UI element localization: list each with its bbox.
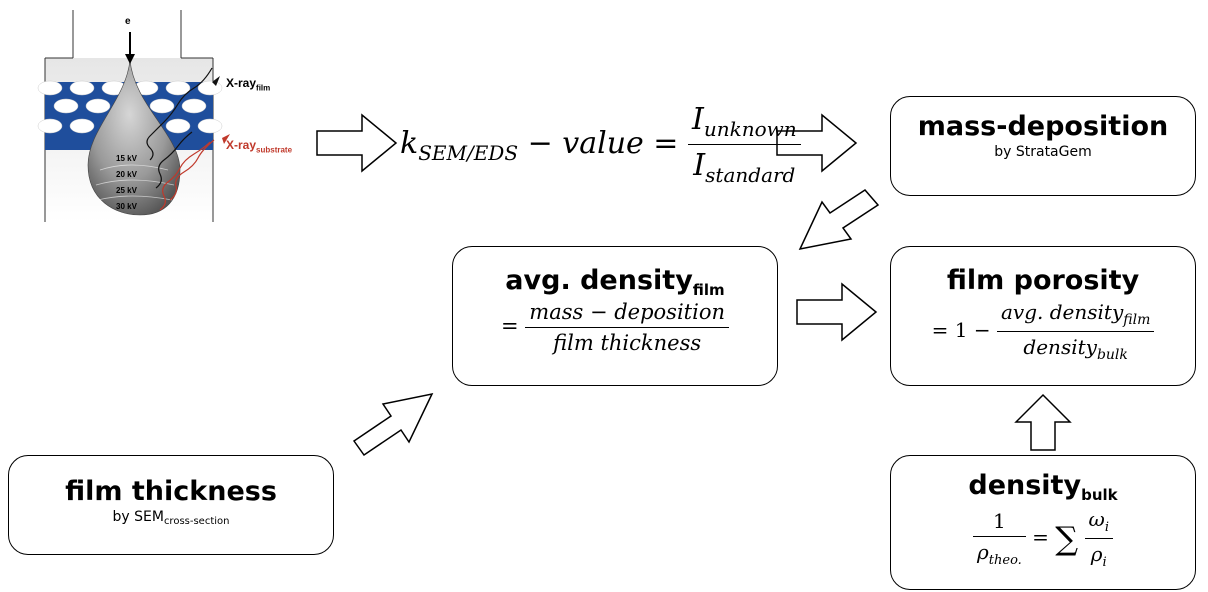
xray-substrate-paths [159, 139, 215, 211]
xray-substrate-label: X-raysubstrate [226, 138, 293, 155]
avg-density-numerator: mass − deposition [525, 300, 729, 329]
film-porosity-denominator: densitybulk [1023, 335, 1128, 364]
voltage-30kv: 30 kV [116, 202, 137, 211]
mass-deposition-title: mass-deposition [917, 111, 1169, 142]
avg-density-denominator: film thickness [553, 331, 702, 356]
electron-label: e [125, 16, 131, 27]
film-porosity-equation: = 1 − avg. densityfilm densitybulk [891, 300, 1195, 363]
film-thickness-box: film thickness by SEMcross-section [8, 455, 334, 555]
avg-density-box: avg. densityfilm = mass − deposition fil… [452, 246, 778, 386]
arrow-bulk-to-porosity [1014, 393, 1072, 451]
k-value-fraction: Iunknown Istandard [688, 102, 801, 187]
sem-illustration: e X-rayfilm X-raysubstrate 15 kV 20 kV 2… [30, 10, 330, 222]
xray-film-paths [146, 67, 213, 189]
film-porosity-numerator: avg. densityfilm [996, 300, 1155, 333]
bulk-lhs-numerator: 1 [973, 509, 1026, 538]
density-bulk-equation: 1 ρtheo. = ∑ ωi ρi [891, 507, 1195, 570]
voltage-15kv: 15 kV [116, 154, 137, 163]
arrow-illustration-to-kvalue [316, 113, 398, 173]
avg-density-equation: = mass − deposition film thickness [453, 300, 777, 355]
k-value-lhs: kSEM/EDS − value = [400, 125, 679, 165]
film-thickness-title: film thickness [65, 476, 277, 507]
column-gap [73, 10, 181, 58]
density-bulk-title: densitybulk [968, 470, 1118, 504]
bulk-rhs-numerator: ωi [1084, 507, 1113, 540]
mass-deposition-subtitle: by StrataGem [994, 144, 1092, 161]
sem-interaction-volume-diagram [37, 10, 230, 222]
mass-deposition-box: mass-deposition by StrataGem [890, 96, 1196, 196]
film-thickness-subtitle: by SEMcross-section [112, 509, 230, 528]
voltage-25kv: 25 kV [116, 186, 137, 195]
sum-symbol: ∑ [1055, 519, 1079, 558]
pores [37, 80, 223, 134]
density-bulk-box: densitybulk 1 ρtheo. = ∑ ωi ρi [890, 455, 1196, 590]
k-value-equation: kSEM/EDS − value = Iunknown Istandard [400, 102, 801, 187]
bulk-lhs-denominator: ρtheo. [977, 540, 1022, 569]
bulk-rhs-denominator: ρi [1090, 542, 1107, 571]
k-value-denominator: Istandard [693, 148, 796, 187]
arrow-thickness-to-avg-density [352, 392, 434, 457]
film-porosity-box: film porosity = 1 − avg. densityfilm den… [890, 246, 1196, 386]
voltage-20kv: 20 kV [116, 170, 137, 179]
avg-density-title: avg. densityfilm [505, 265, 725, 299]
arrow-mass-deposition-to-avg-density [798, 189, 880, 251]
interaction-volume [87, 59, 181, 216]
arrow-kvalue-to-mass-deposition [776, 113, 858, 173]
film-porosity-title: film porosity [946, 265, 1140, 296]
arrow-avg-density-to-porosity [796, 282, 878, 342]
xray-film-label: X-rayfilm [226, 76, 271, 93]
k-value-numerator: Iunknown [688, 102, 801, 145]
